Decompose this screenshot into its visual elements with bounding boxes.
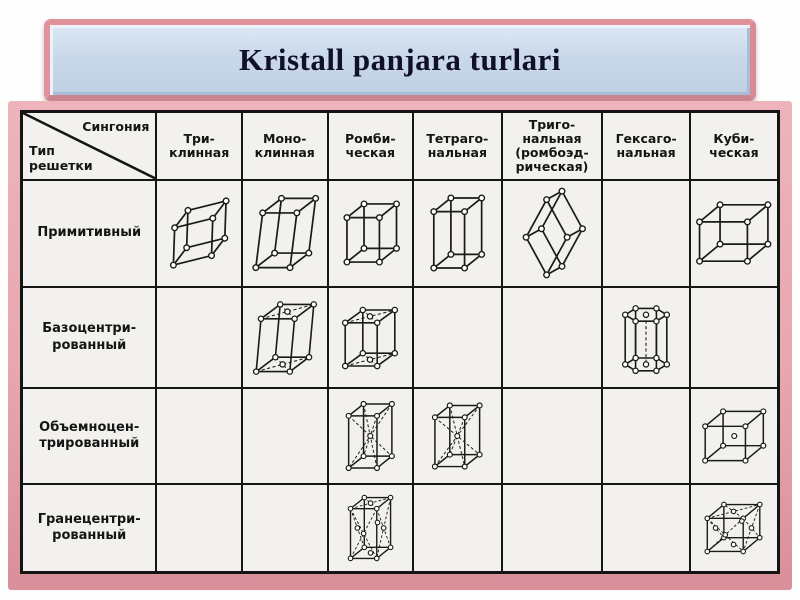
lattice-cell-cubic-primitive	[688, 178, 780, 289]
row-label-1: Примитивный	[20, 178, 158, 289]
row-label-3: Объемноцен- трированный	[20, 387, 158, 485]
lattice-cell-orthorhombic-face-centered	[326, 482, 415, 574]
cubic-primitive-diagram	[696, 201, 772, 265]
lattice-cell-empty	[688, 286, 780, 390]
lattice-cell-tetragonal-body-centered	[412, 387, 503, 485]
tetragonal-body-centered-diagram	[431, 402, 483, 470]
lattice-cell-empty	[601, 482, 691, 574]
column-header-2: Моно- клинная	[240, 110, 329, 181]
lattice-cell-empty	[601, 178, 691, 289]
lattice-cell-empty	[155, 286, 243, 390]
lattice-cell-empty	[240, 387, 329, 485]
lattice-cell-empty	[601, 387, 691, 485]
lattice-cell-empty	[500, 482, 604, 574]
column-header-3: Ромби- ческая	[326, 110, 415, 181]
corner-label-lattice-type: Тип решетки	[29, 142, 93, 173]
page-title: Kristall panjara turlari	[239, 42, 561, 77]
lattice-cell-cubic-face-centered	[688, 482, 780, 574]
lattice-cell-empty	[412, 482, 503, 574]
corner-label-syngony: Сингония	[82, 119, 150, 134]
column-header-7: Куби- ческая	[688, 110, 780, 181]
orthorhombic-base-centered-diagram	[342, 306, 399, 369]
lattice-cell-empty	[155, 482, 243, 574]
lattice-cell-cubic-body-centered	[688, 387, 780, 485]
orthorhombic-face-centered-diagram	[347, 494, 394, 561]
title-banner: Kristall panjara turlari	[44, 19, 756, 101]
corner-cell: Сингония Тип решетки	[20, 110, 158, 181]
lattice-cell-orthorhombic-body-centered	[326, 387, 415, 485]
hexagonal-primitive-diagram	[622, 304, 671, 374]
orthorhombic-body-centered-diagram	[345, 400, 395, 472]
lattice-cell-hexagonal-primitive	[601, 286, 691, 390]
lattice-cell-orthorhombic-primitive	[326, 178, 415, 289]
title-banner-panel: Kristall panjara turlari	[50, 25, 750, 95]
row-label-2: Базоцентри- рованный	[20, 286, 158, 390]
row-label-4: Гранецентри- рованный	[20, 482, 158, 574]
cubic-body-centered-diagram	[701, 408, 767, 464]
corner-diagonal-line	[23, 113, 155, 179]
lattice-cell-monoclinic-primitive	[240, 178, 329, 289]
column-header-4: Тетраго- нальная	[412, 110, 503, 181]
tetragonal-primitive-diagram	[429, 194, 485, 272]
lattice-cell-triclinic-primitive	[155, 178, 243, 289]
monoclinic-primitive-diagram	[252, 195, 320, 272]
rhombohedral-primitive-diagram	[522, 187, 587, 279]
column-header-1: Три- клинная	[155, 110, 243, 181]
triclinic-primitive-diagram	[170, 197, 230, 269]
cubic-face-centered-diagram	[704, 501, 764, 555]
lattice-cell-empty	[500, 286, 604, 390]
column-header-5: Триго- нальная (ромбоэд- рическая)	[500, 110, 604, 181]
lattice-cell-monoclinic-base-centered	[240, 286, 329, 390]
orthorhombic-primitive-diagram	[342, 200, 400, 266]
lattice-cell-empty	[155, 387, 243, 485]
lattice-cell-orthorhombic-base-centered	[326, 286, 415, 390]
lattice-cell-empty	[240, 482, 329, 574]
column-header-6: Гексаго- нальная	[601, 110, 691, 181]
monoclinic-base-centered-diagram	[252, 300, 317, 375]
lattice-cell-rhombohedral-primitive	[500, 178, 604, 289]
lattice-cell-empty	[412, 286, 503, 390]
lattice-cell-empty	[500, 387, 604, 485]
lattice-cell-tetragonal-primitive	[412, 178, 503, 289]
